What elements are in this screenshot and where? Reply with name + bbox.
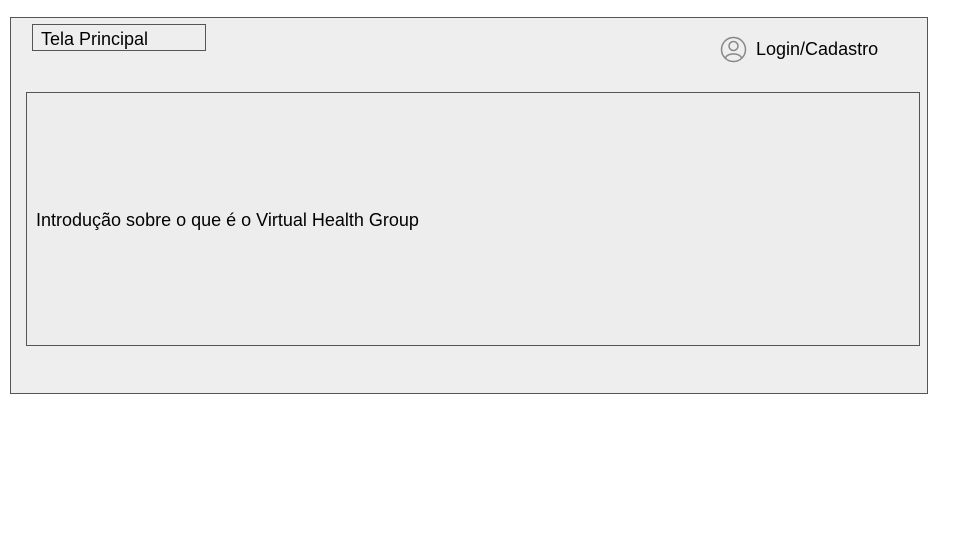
login-signup-label[interactable]: Login/Cadastro: [756, 39, 879, 59]
login-signup-link[interactable]: Login/Cadastro: [720, 36, 878, 63]
screen-title: Tela Principal: [41, 29, 149, 49]
intro-text: Introdução sobre o que é o Virtual Healt…: [36, 210, 419, 230]
screen-title-box: Tela Principal: [32, 24, 206, 51]
user-circle-icon[interactable]: [720, 36, 747, 63]
intro-panel: Introdução sobre o que é o Virtual Healt…: [26, 92, 920, 346]
